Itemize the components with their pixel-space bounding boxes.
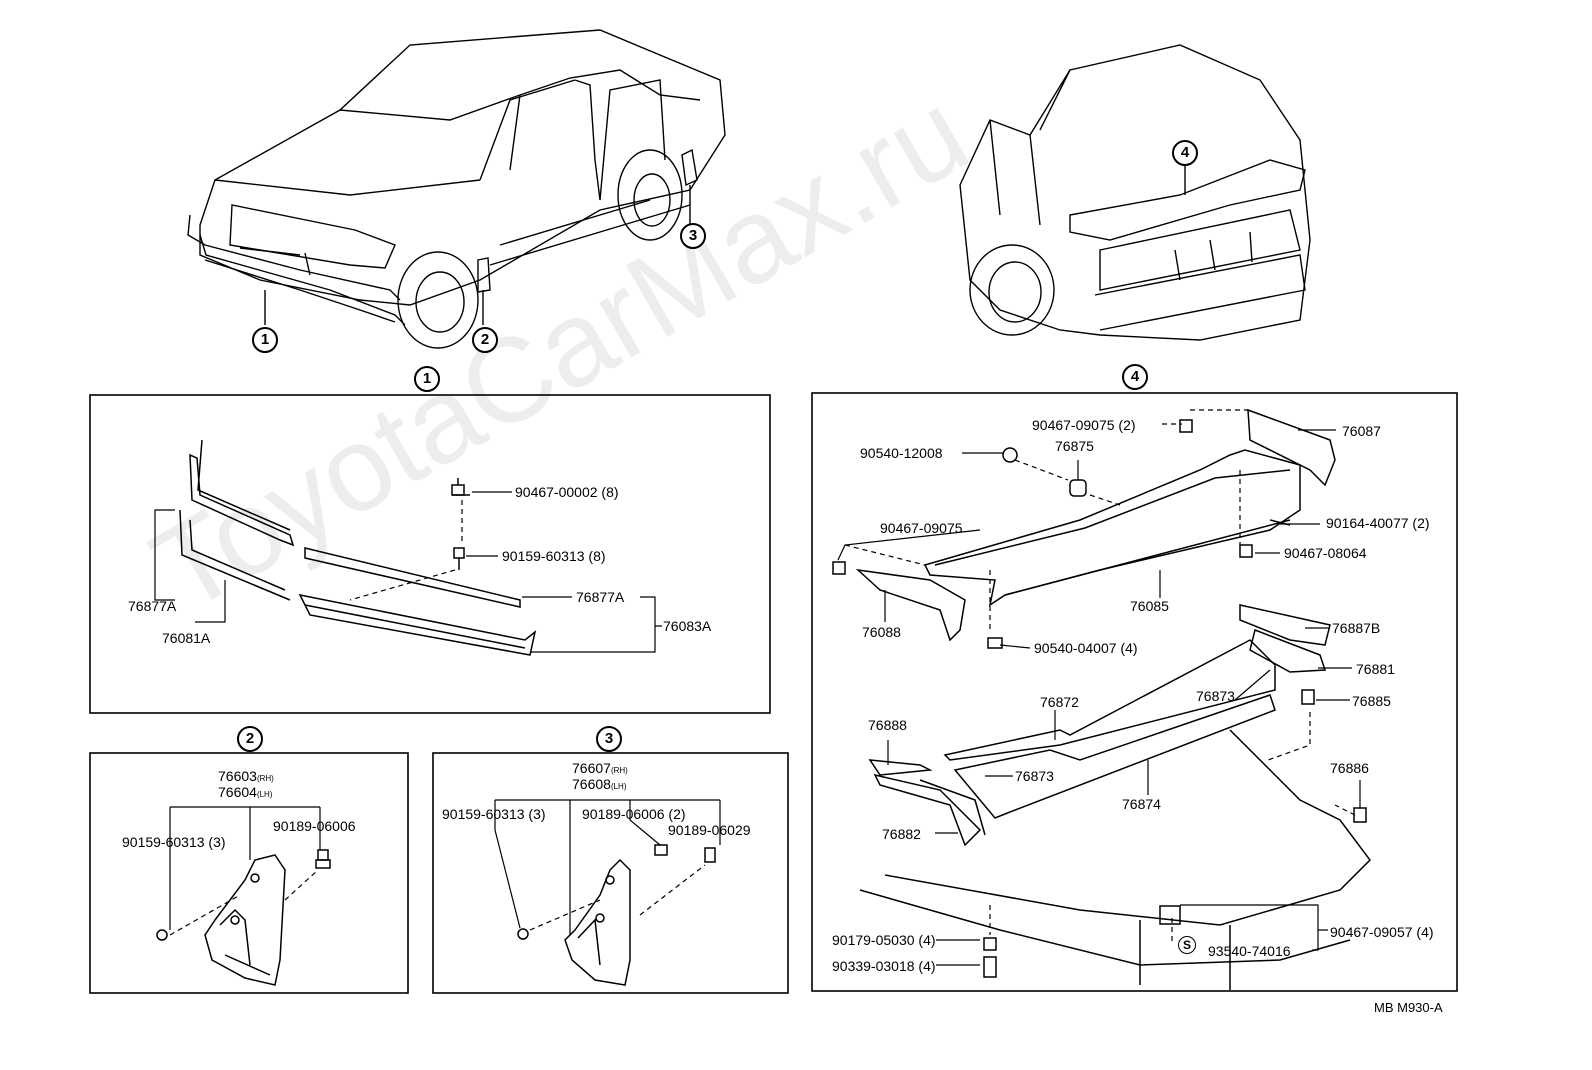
part-label: 76608(LH) bbox=[572, 776, 627, 792]
part-label: 90179-05030 (4) bbox=[832, 932, 936, 948]
panel-2-header: 2 bbox=[237, 726, 263, 752]
part-label: 76886 bbox=[1330, 760, 1369, 776]
part-label: 76873 bbox=[1015, 768, 1054, 784]
front-moulding-parts bbox=[179, 439, 537, 656]
panel-4-header: 4 bbox=[1122, 364, 1148, 390]
part-label: 76083A bbox=[663, 618, 712, 634]
part-label: 90189-06006 bbox=[273, 818, 356, 834]
panel-3-frame bbox=[432, 752, 789, 994]
panel-1-leaders bbox=[154, 491, 662, 653]
part-label: 76881 bbox=[1356, 661, 1395, 677]
panel-3-header: 3 bbox=[596, 726, 622, 752]
front-car-illustration bbox=[187, 29, 726, 349]
part-label: 76877A bbox=[576, 589, 625, 605]
part-label: 90339-03018 (4) bbox=[832, 958, 936, 974]
part-label: 90540-12008 bbox=[860, 445, 943, 461]
panel-4-leaders bbox=[837, 409, 1361, 966]
panel-1-header: 1 bbox=[414, 366, 440, 392]
part-label: 90159-60313 (3) bbox=[122, 834, 226, 850]
panel-3-leaders bbox=[494, 799, 721, 935]
part-label: 90467-08064 bbox=[1284, 545, 1367, 561]
part-label: 76088 bbox=[862, 624, 901, 640]
part-label: 90540-04007 (4) bbox=[1034, 640, 1138, 656]
part-label: 76081A bbox=[162, 630, 211, 646]
panel-4-frame bbox=[811, 392, 1458, 992]
part-label: 90467-09057 (4) bbox=[1330, 924, 1434, 940]
part-label: 76874 bbox=[1122, 796, 1161, 812]
part-label: 76603(RH) bbox=[218, 768, 274, 784]
part-label: 76882 bbox=[882, 826, 921, 842]
rear-mudguard-parts bbox=[517, 844, 716, 986]
part-label: 90467-09075 bbox=[880, 520, 963, 536]
part-label: 76607(RH) bbox=[572, 760, 628, 776]
part-label: 76875 bbox=[1055, 438, 1094, 454]
diagram-code: MB M930-A bbox=[1374, 1000, 1443, 1015]
part-label: 93540-74016 bbox=[1208, 943, 1291, 959]
part-label: 76087 bbox=[1342, 423, 1381, 439]
callout-1: 1 bbox=[252, 327, 278, 353]
part-label: 90164-40077 (2) bbox=[1326, 515, 1430, 531]
part-label: 76873 bbox=[1196, 688, 1235, 704]
part-label: 76877A bbox=[128, 598, 177, 614]
part-label: 90467-00002 (8) bbox=[515, 484, 619, 500]
panel-2-leaders bbox=[169, 806, 321, 936]
part-label: 90467-09075 (2) bbox=[1032, 417, 1136, 433]
rear-spoiler-parts bbox=[832, 408, 1371, 990]
part-label: 76885 bbox=[1352, 693, 1391, 709]
part-label: 90189-06006 (2) bbox=[582, 806, 686, 822]
panel-2-frame bbox=[89, 752, 409, 994]
supply-symbol: S bbox=[1178, 936, 1196, 954]
part-label: 76887B bbox=[1332, 620, 1381, 636]
callout-4: 4 bbox=[1172, 140, 1198, 166]
part-label: 76872 bbox=[1040, 694, 1079, 710]
panel-1-frame bbox=[89, 394, 771, 714]
part-label: 90189-06029 bbox=[668, 822, 751, 838]
callout-3: 3 bbox=[680, 223, 706, 249]
front-mudguard-parts bbox=[156, 849, 331, 986]
part-label: 76085 bbox=[1130, 598, 1169, 614]
rear-car-illustration bbox=[959, 44, 1311, 341]
part-label: 76604(LH) bbox=[218, 784, 273, 800]
part-label: 76888 bbox=[868, 717, 907, 733]
callout-2: 2 bbox=[472, 327, 498, 353]
part-label: 90159-60313 (8) bbox=[502, 548, 606, 564]
part-label: 90159-60313 (3) bbox=[442, 806, 546, 822]
